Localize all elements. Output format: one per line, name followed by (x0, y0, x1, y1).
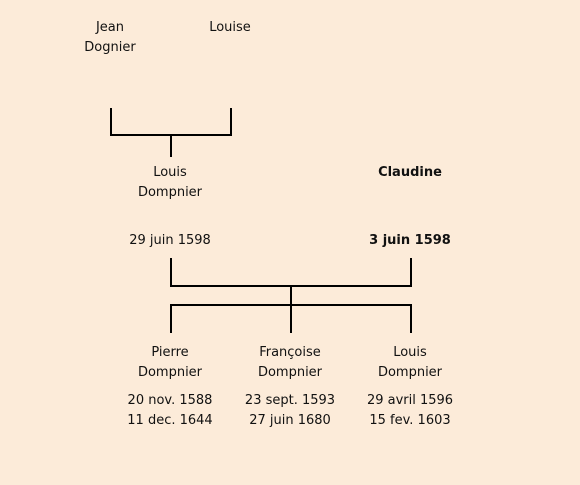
first-name: Pierre (151, 345, 189, 360)
person-louise: Louise (170, 18, 290, 38)
birth-date: 20 nov. 1588 (127, 393, 213, 408)
person-claudine: Claudine (350, 163, 470, 183)
birth-date: 23 sept. 1593 (244, 393, 336, 408)
person-pierre-dompnier: Pierre Dompnier (110, 343, 230, 383)
last-name: Dompnier (137, 365, 203, 380)
date: 29 juin 1598 (129, 233, 211, 248)
first-name: Jean (95, 20, 125, 35)
person-pierre-dompnier-dates: 20 nov. 1588 11 dec. 1644 (110, 391, 230, 431)
first-name: Claudine (378, 165, 442, 180)
first-name: Françoise (259, 345, 321, 360)
death-date: 15 fev. 1603 (369, 413, 451, 428)
person-francoise-dompnier: Françoise Dompnier (230, 343, 350, 383)
person-francoise-dompnier-dates: 23 sept. 1593 27 juin 1680 (230, 391, 350, 431)
last-name: Dognier (84, 40, 136, 55)
person-louis-dompnier-father: Louis Dompnier (110, 163, 230, 203)
last-name: Dompnier (257, 365, 323, 380)
first-name: Louise (209, 20, 251, 35)
first-name: Louis (393, 345, 427, 360)
person-claudine-date: 3 juin 1598 (350, 231, 470, 251)
death-date: 11 dec. 1644 (127, 413, 213, 428)
death-date: 27 juin 1680 (249, 413, 331, 428)
last-name: Dompnier (377, 365, 443, 380)
person-jean-dognier: Jean Dognier (50, 18, 170, 58)
date: 3 juin 1598 (369, 233, 451, 248)
first-name: Louis (153, 165, 187, 180)
person-louis-dompnier-child: Louis Dompnier (350, 343, 470, 383)
person-louis-dompnier-child-dates: 29 avril 1596 15 fev. 1603 (350, 391, 470, 431)
last-name: Dompnier (137, 185, 203, 200)
birth-date: 29 avril 1596 (366, 393, 454, 408)
person-louis-dompnier-father-date: 29 juin 1598 (110, 231, 230, 251)
